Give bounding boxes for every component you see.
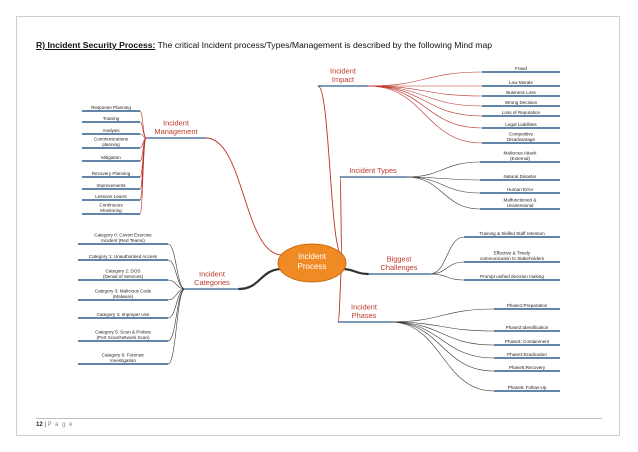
item-label-phases-2: Phase3: Containment: [505, 339, 550, 344]
item-label-management-7: Lessons Learnt: [95, 194, 127, 199]
link-categories-2: [167, 279, 186, 290]
link-challenges-1: [429, 261, 465, 275]
item-label-phases-0: Phase1:Preparation: [507, 303, 548, 308]
trunk-management: [205, 137, 283, 256]
link-phases-0: [389, 308, 495, 323]
page-footer: 12 | P a g e: [36, 422, 74, 428]
trunk-categories: [237, 267, 284, 291]
page-number: 12: [36, 422, 43, 428]
link-phases-4: [389, 321, 495, 372]
link-phases-5: [389, 321, 495, 392]
link-categories-1: [167, 259, 186, 290]
item-label-categories-2: Category 2: DOS(Denial of Services): [103, 269, 144, 279]
item-label-management-2: Analysis: [102, 128, 120, 133]
item-label-management-4: Mitigation: [101, 155, 121, 160]
link-impact-4: [367, 85, 483, 117]
link-phases-1: [389, 321, 495, 332]
heading-label: R) Incident Security Process:: [36, 40, 156, 50]
link-categories-6: [167, 288, 186, 365]
item-label-impact-3: Wrong Decision: [505, 100, 538, 105]
heading-text: The critical Incident process/Types/Mana…: [155, 40, 493, 50]
item-label-types-0: Malicious Attack(External): [504, 151, 538, 161]
link-categories-0: [167, 243, 186, 290]
link-impact-6: [367, 85, 483, 144]
page-label: P a g e: [47, 422, 74, 428]
footer-divider: [36, 418, 602, 419]
item-label-management-5: Recovery Planning: [92, 171, 131, 176]
link-management-1: [139, 121, 147, 139]
item-label-categories-3: Category 3: Malicious Code(Malware): [95, 289, 152, 299]
item-label-categories-4: Category 4: Improper Use: [97, 312, 150, 317]
link-types-2: [405, 176, 481, 194]
link-categories-5: [167, 288, 186, 342]
link-phases-3: [389, 321, 495, 359]
footer-separator: |: [42, 422, 48, 428]
item-label-management-0: Response Planning: [91, 105, 131, 110]
item-label-types-1: Natural Disaster: [504, 174, 537, 179]
item-label-phases-1: Phase2:Identification: [506, 325, 549, 330]
center-node: [277, 243, 347, 283]
link-impact-5: [367, 85, 483, 129]
item-label-impact-1: Low Morale: [509, 80, 533, 85]
item-label-management-6: Improvements: [96, 183, 126, 188]
item-label-impact-2: Business Loss: [506, 90, 536, 95]
trunk-types: [339, 176, 343, 256]
item-label-phases-5: Phase6: Follow-Up: [508, 385, 547, 390]
trunk-challenges: [340, 267, 370, 276]
link-management-8: [139, 137, 147, 215]
item-label-challenges-2: Prompt unified decision making: [480, 274, 544, 279]
link-challenges-2: [429, 273, 465, 281]
document-heading: R) Incident Security Process: The critic…: [36, 40, 492, 50]
item-label-phases-4: Phase5:Recovery: [509, 365, 546, 370]
link-management-2: [139, 133, 147, 139]
item-label-management-1: Training: [103, 116, 120, 121]
link-types-0: [405, 161, 481, 178]
branch-label-types: Incident Types: [349, 166, 397, 175]
item-label-types-2: Human Error: [507, 187, 534, 192]
item-label-impact-0: Fraud: [515, 66, 527, 71]
item-label-impact-4: Loss of Reputation: [502, 110, 541, 115]
link-challenges-0: [429, 236, 465, 275]
link-impact-0: [367, 71, 483, 87]
link-phases-2: [389, 321, 495, 346]
item-label-categories-1: Category 1: Unauthorised Access: [89, 254, 158, 259]
link-impact-2: [367, 85, 483, 97]
link-impact-3: [367, 85, 483, 107]
item-label-challenges-0: Training & Skilled Staff retention: [479, 231, 545, 236]
trunk-impact: [317, 85, 343, 256]
trunk-phases: [337, 268, 343, 323]
item-label-categories-5: Category 5: Scan & Probes(Port Scan/Netw…: [95, 330, 151, 340]
item-label-phases-3: Phase4:Eradication: [507, 352, 547, 357]
page-border: [16, 16, 620, 436]
item-label-types-3: Malfunctioned &Unintentional: [504, 198, 537, 208]
item-label-impact-5: Legal Liabilities: [505, 122, 537, 127]
link-types-3: [405, 176, 481, 210]
